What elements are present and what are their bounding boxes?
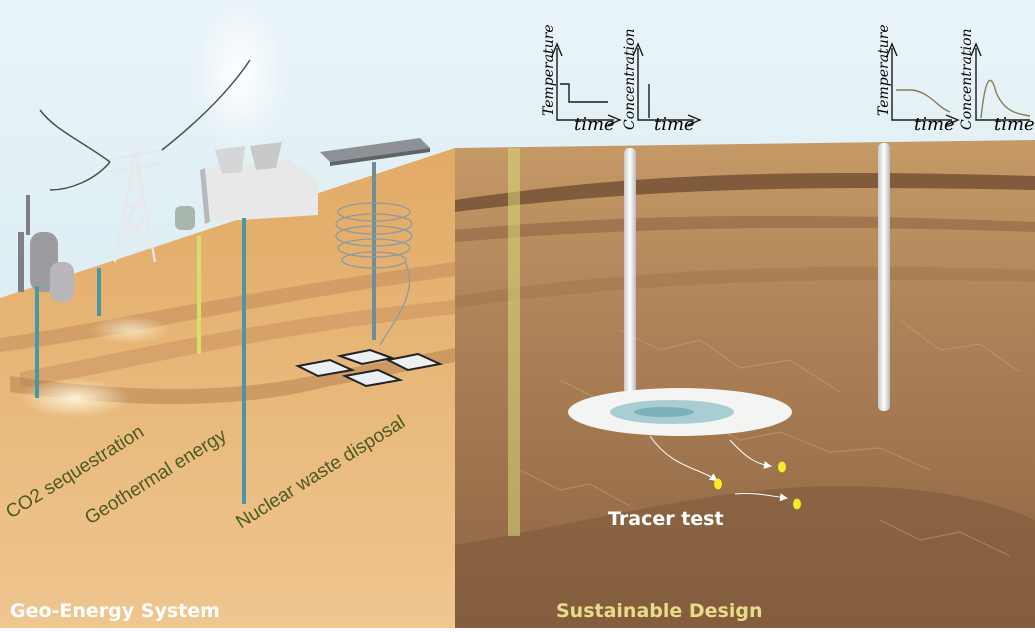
right-temperature-time-label: time (914, 114, 955, 135)
tracer-dot (793, 498, 801, 510)
nuclear-facility-roof (320, 138, 430, 166)
concentration-curve-right (980, 79, 1031, 119)
co2-well-1 (35, 286, 39, 398)
tracer-dots (714, 461, 801, 510)
left-concentration-axis-label: Concentration (622, 28, 638, 130)
transmission-tower (107, 148, 163, 263)
tracer-test-label: Tracer test (608, 508, 724, 530)
inset-temperature-left (551, 42, 622, 126)
left-concentration-time-label: time (654, 114, 695, 135)
temperature-curve-right (896, 89, 951, 113)
injection-core (634, 407, 694, 417)
co2-well-2 (97, 268, 101, 316)
inset-concentration-right (970, 42, 1030, 121)
tracer-paths (649, 435, 788, 502)
left-stratum-2 (20, 300, 455, 388)
right-concentration-axis-label: Concentration (959, 28, 975, 130)
monitoring-band (508, 148, 520, 536)
sustainable-design-caption: Sustainable Design (556, 600, 763, 622)
tracer-dot (714, 478, 722, 490)
right-deep-layer (455, 486, 1035, 628)
co2-glow-2 (90, 316, 170, 344)
right-concentration-time-label: time (994, 114, 1035, 135)
right-temperature-axis-label: Temperature (876, 24, 892, 116)
tracer-dot (778, 461, 786, 473)
geo-energy-system-caption: Geo-Energy System (10, 600, 220, 622)
inset-concentration-left (632, 42, 702, 126)
nuclear-shaft (372, 162, 376, 340)
co2-tanks (18, 195, 74, 302)
left-temperature-time-label: time (574, 114, 615, 135)
repository-tiles (294, 348, 444, 388)
fracture-network (519, 319, 1021, 557)
left-temperature-axis-label: Temperature (541, 24, 557, 116)
inset-temperature-right (886, 42, 960, 126)
production-pipe (878, 143, 890, 411)
geothermal-well (197, 236, 201, 354)
power-lines (39, 59, 251, 191)
geothermal-plant (175, 142, 318, 230)
injection-pipe (624, 148, 636, 410)
injection-well (242, 218, 246, 504)
co2-glow (20, 378, 130, 418)
coil-exchanger (335, 202, 413, 346)
